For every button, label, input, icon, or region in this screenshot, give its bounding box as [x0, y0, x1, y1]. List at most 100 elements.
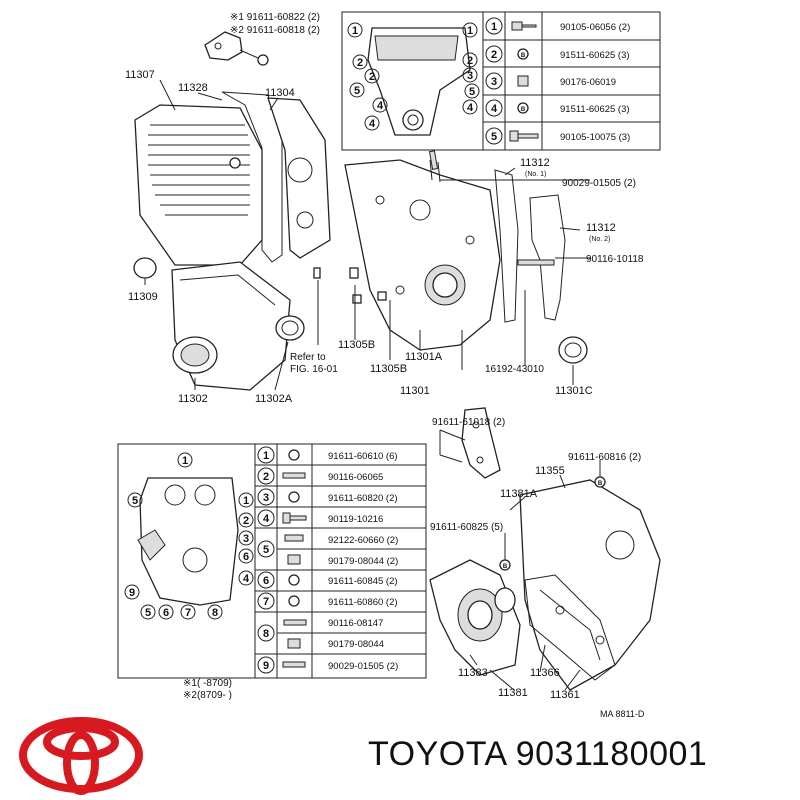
reference-code: MA 8811-D — [600, 709, 645, 719]
plate-11361 — [524, 574, 616, 681]
label-11312-no1: 11312 — [520, 157, 550, 169]
svg-text:90119-10216: 90119-10216 — [328, 514, 383, 525]
footnote-1: ※1( -8709) — [183, 678, 232, 689]
timing-cover-sketch — [367, 27, 471, 136]
bottom-table-row: 90179-08044 (2) — [287, 554, 398, 567]
sketch-callouts: 1 1 2 2 2 3 5 5 4 4 4 — [347, 22, 480, 131]
svg-text:1: 1 — [182, 455, 188, 467]
svg-text:91611-60860 (2): 91611-60860 (2) — [328, 597, 398, 608]
timing-belt-cover-11307 — [134, 104, 263, 266]
svg-text:4: 4 — [467, 102, 474, 114]
svg-text:91611-60610 (6): 91611-60610 (6) — [328, 451, 398, 462]
bottom-table-row: 6 91611-60845 (2) — [257, 571, 398, 589]
svg-text:5: 5 — [132, 495, 138, 507]
svg-text:4: 4 — [377, 100, 384, 112]
svg-text:92122-60660 (2): 92122-60660 (2) — [328, 535, 398, 546]
svg-text:3: 3 — [491, 76, 497, 88]
label-11383: 11383 — [458, 667, 488, 679]
bottom-table-row: 2 90116-06065 — [257, 467, 383, 485]
leader-lines — [144, 79, 590, 391]
top-table-row: 4 B 91511-60625 (3) — [485, 99, 630, 117]
svg-text:6: 6 — [243, 551, 249, 563]
seal-11383 — [494, 587, 516, 613]
bottom-table-row: 3 91611-60820 (2) — [257, 488, 398, 506]
svg-text:1: 1 — [467, 25, 473, 37]
note-1: ※1 91611-60822 (2) — [230, 12, 320, 23]
svg-text:5: 5 — [263, 544, 269, 556]
svg-text:3: 3 — [263, 492, 269, 504]
svg-text:2: 2 — [369, 71, 375, 83]
svg-text:5: 5 — [469, 86, 475, 98]
svg-text:90029-01505 (2): 90029-01505 (2) — [328, 661, 398, 672]
label-90116-10118: 90116-10118 — [586, 254, 644, 265]
svg-text:4: 4 — [491, 103, 498, 115]
lower-cover-11302 — [171, 261, 291, 391]
top-table-row: 1 90105-06056 (2) — [485, 17, 630, 35]
oil-seal-11301C — [558, 336, 588, 364]
svg-text:91611-60820 (2): 91611-60820 (2) — [328, 493, 398, 504]
svg-text:2: 2 — [243, 515, 249, 527]
stud-90029 — [428, 150, 439, 170]
bottom-inset: 1 5 1 2 3 6 4 9 5 6 7 8 1 91611-60610 (6… — [117, 443, 427, 679]
gasket-11312-no1 — [494, 169, 519, 323]
bottom-table-row: 4 90119-10216 — [257, 509, 383, 527]
bottom-table-row: 5 92122-60660 (2) — [257, 534, 398, 558]
label-11366: 11366 — [530, 667, 560, 679]
svg-text:4: 4 — [243, 573, 250, 585]
dowel-11305B — [313, 267, 387, 304]
svg-text:90179-08044: 90179-08044 — [328, 639, 384, 650]
svg-text:6: 6 — [163, 607, 169, 619]
label-91611-60816: 91611-60816 (2) — [568, 452, 641, 463]
label-11381: 11381 — [498, 687, 528, 699]
label-11312-no2-sub: (No. 2) — [589, 236, 610, 243]
brand-part-number: TOYOTA 9031180001 — [368, 735, 707, 774]
svg-text:9: 9 — [129, 587, 135, 599]
bottom-table-row: 7 91611-60860 (2) — [257, 592, 398, 610]
svg-text:3: 3 — [467, 70, 473, 82]
svg-text:B: B — [521, 53, 526, 59]
svg-text:91511-60625 (3): 91511-60625 (3) — [560, 50, 630, 61]
label-11355: 11355 — [535, 465, 565, 477]
svg-text:9: 9 — [263, 660, 269, 672]
svg-text:90116-06065: 90116-06065 — [328, 472, 383, 483]
svg-text:2: 2 — [357, 57, 363, 69]
svg-text:7: 7 — [263, 596, 269, 608]
housing-11381 — [429, 559, 521, 676]
top-table-row: 5 90105-10075 (3) — [485, 127, 630, 145]
label-91611-61018: 91611-61018 (2) — [432, 417, 505, 428]
svg-text:91511-60625 (3): 91511-60625 (3) — [560, 104, 630, 115]
svg-text:6: 6 — [263, 575, 269, 587]
svg-text:8: 8 — [263, 628, 269, 640]
svg-text:4: 4 — [263, 513, 270, 525]
note-2: ※2 91611-60818 (2) — [230, 25, 320, 36]
svg-text:5: 5 — [354, 85, 360, 97]
svg-text:2: 2 — [467, 55, 473, 67]
label-11381A: 11381A — [500, 488, 538, 500]
label-11328: 11328 — [178, 82, 208, 94]
top-table-row: 3 90176-06019 — [485, 72, 616, 90]
label-16192-43010: 16192-43010 — [485, 364, 544, 375]
oil-pump-sketch — [137, 477, 239, 606]
part-number: 9031180001 — [515, 735, 708, 773]
top-table-row: 2 B 91511-60625 (3) — [485, 45, 630, 63]
label-11302A: 11302A — [255, 393, 293, 405]
label-refer-to: Refer to — [290, 352, 326, 363]
pump-callouts: 1 5 1 2 3 6 4 9 5 6 7 8 — [124, 452, 254, 620]
svg-text:90105-10075 (3): 90105-10075 (3) — [560, 132, 630, 143]
svg-text:8: 8 — [212, 607, 218, 619]
leader-lines-lower — [439, 429, 601, 691]
gasket-11312-no2 — [529, 194, 566, 321]
svg-text:1: 1 — [491, 21, 497, 33]
svg-text:2: 2 — [491, 49, 497, 61]
svg-text:5: 5 — [491, 131, 497, 143]
svg-text:4: 4 — [369, 118, 376, 130]
svg-text:B: B — [598, 481, 603, 487]
svg-text:1: 1 — [243, 495, 249, 507]
svg-text:90179-08044 (2): 90179-08044 (2) — [328, 556, 398, 567]
svg-text:3: 3 — [243, 533, 249, 545]
plug-11309 — [133, 257, 157, 279]
label-refer-fig: FIG. 16-01 — [290, 364, 338, 375]
footnote-2: ※2(8709- ) — [183, 690, 232, 701]
bolt-marker: B B — [499, 476, 606, 571]
